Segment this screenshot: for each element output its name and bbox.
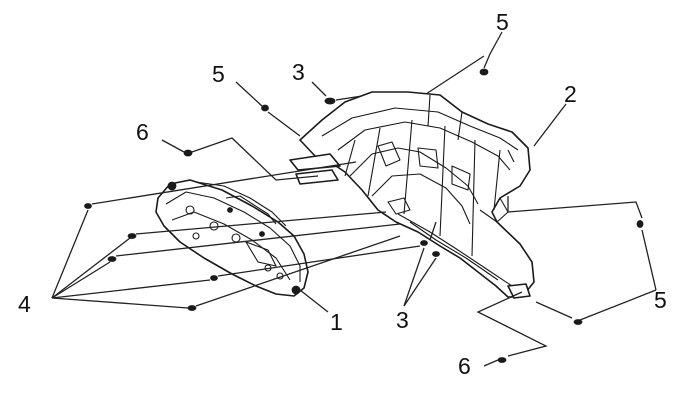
screw-5-right xyxy=(636,220,644,228)
screw-6-left xyxy=(183,149,193,157)
callout-3-bottom: 3 xyxy=(396,307,409,333)
nut-3-b xyxy=(432,251,440,257)
leader-lines xyxy=(51,31,657,367)
callout-4: 4 xyxy=(18,291,31,317)
callout-labels: 5 3 5 2 6 4 1 3 5 6 xyxy=(18,9,667,379)
callout-5-top-right: 5 xyxy=(496,9,509,35)
screw-5-bottom xyxy=(573,319,583,325)
callout-5-top-left: 5 xyxy=(212,61,225,87)
screw-5-top-left xyxy=(261,104,269,112)
fasteners xyxy=(84,68,644,363)
cover-housing-part xyxy=(289,91,535,299)
screw-4-a xyxy=(84,203,92,209)
screw-4-c xyxy=(107,256,117,262)
screw-4-d xyxy=(210,275,218,281)
callout-3-top: 3 xyxy=(292,59,305,85)
callout-1: 1 xyxy=(330,309,343,335)
callout-6-left: 6 xyxy=(136,119,149,145)
callout-2: 2 xyxy=(564,81,577,107)
screw-6-bottom xyxy=(497,357,507,363)
nut-3-top xyxy=(324,97,336,105)
screw-4-b xyxy=(127,233,137,239)
callout-5-right: 5 xyxy=(654,287,667,313)
callout-6-bottom: 6 xyxy=(458,353,471,379)
screw-4-e xyxy=(187,305,197,311)
meter-unit-part xyxy=(155,179,309,297)
nut-3-a xyxy=(420,240,428,246)
screw-5-top-right xyxy=(479,68,489,76)
